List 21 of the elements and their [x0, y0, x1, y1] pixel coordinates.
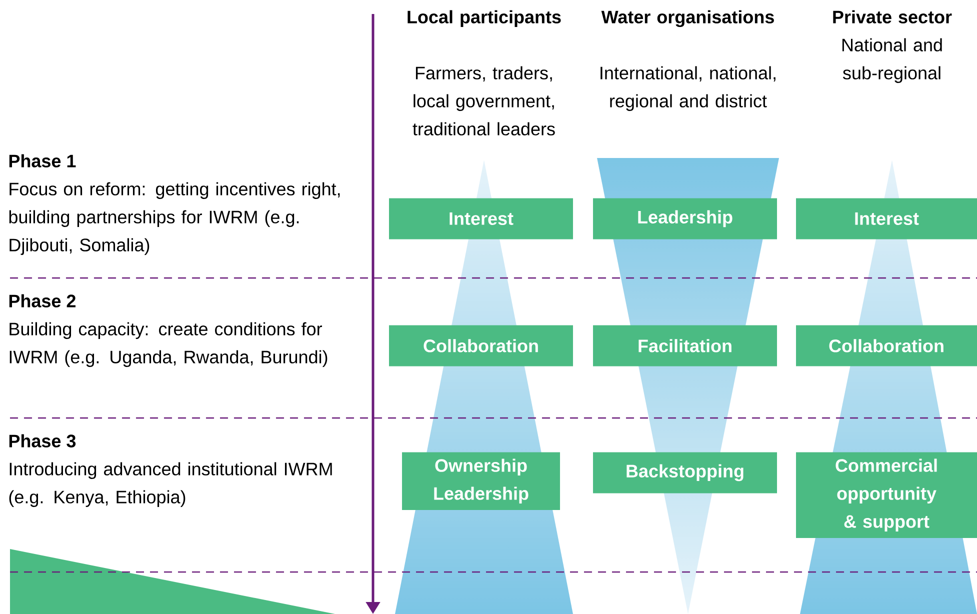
column-heading: Local participants: [408, 10, 561, 27]
column-heading: Private sector: [833, 10, 952, 24]
column-description: International, national, regional and district: [600, 66, 776, 111]
column-description: National and sub-regional: [842, 38, 942, 83]
column-description: Farmers, traders, local government, traditional leaders: [412, 66, 555, 136]
phase-heading: Phase 1: [9, 154, 76, 168]
stage-box: Ownership Leadership: [402, 452, 560, 510]
stage-box: Backstopping: [593, 452, 777, 494]
phase-heading: Phase 2: [9, 294, 76, 308]
stage-box: Commercial opportunity & support: [796, 452, 977, 538]
stage-box: Interest: [796, 198, 977, 240]
stage-box: Interest: [389, 198, 573, 240]
phase-heading: Phase 3: [9, 434, 76, 448]
column-heading: Water organisations: [601, 10, 774, 28]
phase-description: Building capacity: create conditions for IWRM (e.g. Uganda, Rwanda, Burundi): [10, 322, 328, 367]
phase-description: Introducing advanced institutional IWRM (e.g. Kenya, Ethiopia): [9, 462, 332, 507]
stage-box: Collaboration: [796, 325, 977, 366]
stage-box: Collaboration: [389, 325, 573, 366]
stage-box: Leadership: [593, 198, 777, 240]
phase-description: Focus on reform: getting incentives right, building partnerships for IWRM (e.g. Djibouti, Somalia): [9, 182, 340, 255]
stage-box: Facilitation: [593, 325, 777, 366]
